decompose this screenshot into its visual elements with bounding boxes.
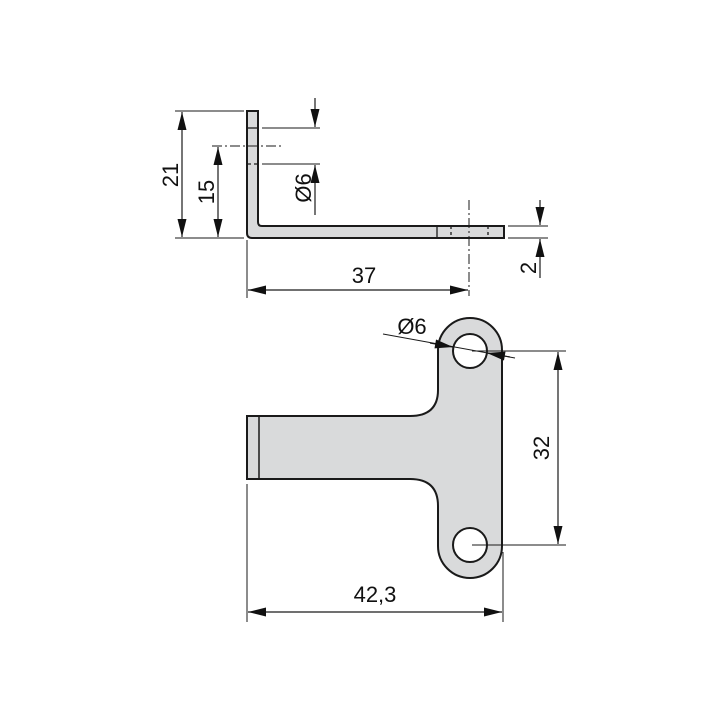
dim-height-total: 21 — [158, 163, 183, 187]
dim-side-hole-diameter: Ø6 — [291, 173, 316, 202]
dim-overall-width: 42,3 — [354, 582, 397, 607]
dim-length: 37 — [352, 263, 376, 288]
side-view: 21 15 Ø6 37 2 — [158, 98, 548, 298]
dim-thickness: 2 — [516, 262, 541, 274]
top-view: Ø6 32 42,3 — [246, 314, 566, 622]
side-profile — [246, 110, 505, 239]
top-profile — [246, 317, 503, 579]
dim-top-hole-diameter: Ø6 — [397, 314, 426, 339]
dim-hole-spacing: 32 — [529, 436, 554, 460]
dim-hole-center-height: 15 — [194, 180, 219, 204]
